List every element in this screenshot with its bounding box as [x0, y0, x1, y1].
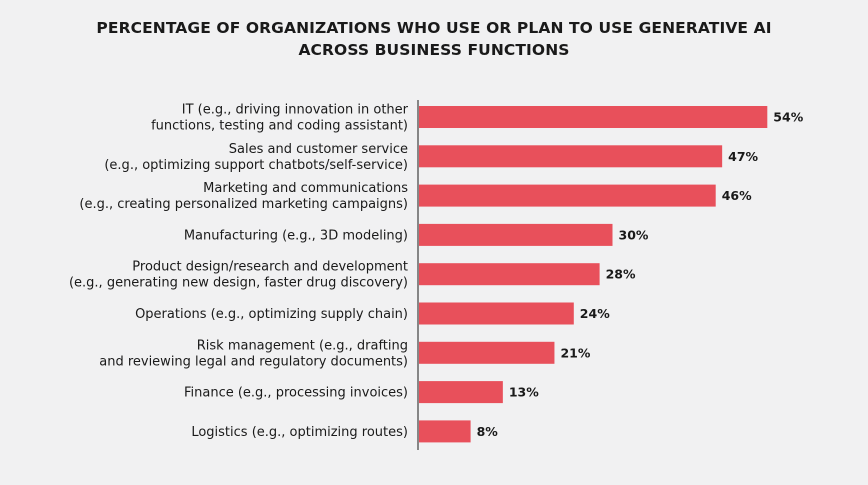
bar [419, 263, 600, 286]
category-label: Risk management (e.g., drafting [197, 338, 408, 353]
category-label: (e.g., optimizing support chatbots/self-… [104, 158, 408, 173]
value-label: 28% [606, 267, 636, 282]
value-label: 24% [580, 306, 610, 321]
chart-title-line-1: PERCENTAGE OF ORGANIZATIONS WHO USE OR P… [96, 19, 772, 37]
category-label: Operations (e.g., optimizing supply chai… [135, 307, 408, 322]
bar [419, 223, 613, 246]
category-label: Finance (e.g., processing invoices) [184, 386, 408, 401]
category-label: (e.g., generating new design, faster dru… [69, 276, 408, 291]
category-label: and reviewing legal and regulatory docum… [99, 354, 408, 369]
value-label: 13% [509, 385, 539, 400]
value-label: 21% [560, 345, 590, 360]
bar [419, 341, 555, 364]
value-label: 46% [722, 188, 752, 203]
chart-title: PERCENTAGE OF ORGANIZATIONS WHO USE OR P… [0, 17, 868, 61]
value-label: 54% [773, 110, 803, 125]
category-label: (e.g., creating personalized marketing c… [79, 197, 408, 212]
bar [419, 106, 768, 128]
category-label: Manufacturing (e.g., 3D modeling) [184, 228, 408, 243]
bar [419, 381, 503, 404]
bar [419, 145, 723, 168]
category-label: functions, testing and coding assistant) [151, 119, 408, 134]
category-label: IT (e.g., driving innovation in other [182, 103, 409, 118]
value-label: 47% [728, 149, 758, 164]
bar [419, 302, 574, 325]
value-label: 8% [477, 424, 499, 439]
category-label: Logistics (e.g., optimizing routes) [191, 425, 408, 440]
category-label: Marketing and communications [203, 181, 408, 196]
value-label: 30% [619, 227, 649, 242]
bar [419, 184, 716, 207]
category-label: Sales and customer service [229, 142, 408, 157]
chart-title-line-2: ACROSS BUSINESS FUNCTIONS [298, 41, 570, 59]
category-label: Product design/research and development [132, 260, 408, 275]
bar [419, 420, 471, 443]
